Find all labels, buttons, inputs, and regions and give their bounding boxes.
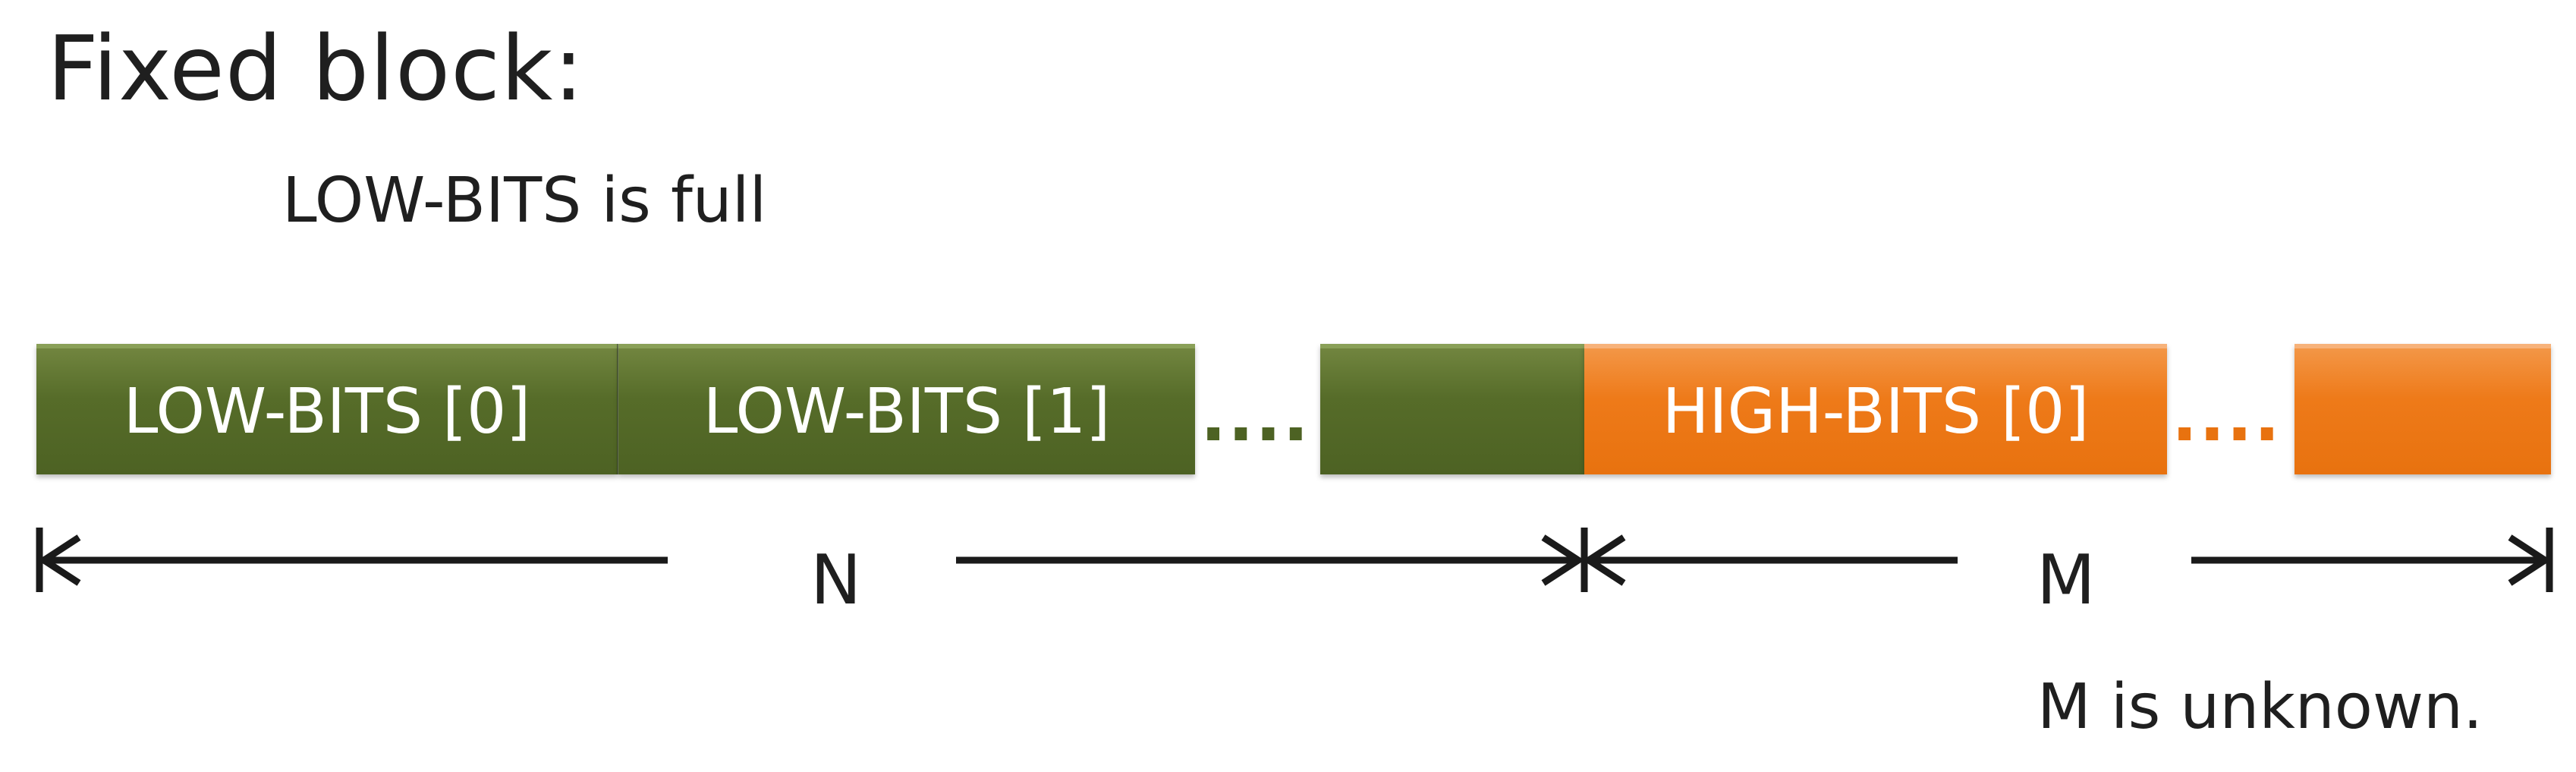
m-unknown-note: M is unknown. xyxy=(2037,671,2483,743)
high-bits-0-block: HIGH-BITS [0] xyxy=(1584,344,2167,474)
low-bits-last-block xyxy=(1320,344,1584,474)
low-bits-ellipsis: .... xyxy=(1200,377,1310,457)
low-bits-0-label: LOW-BITS [0] xyxy=(123,375,531,448)
block-divider xyxy=(617,344,618,474)
m-left-arrowhead xyxy=(1582,534,1626,586)
m-label: M xyxy=(2037,540,2096,620)
n-left-arrowhead xyxy=(37,534,81,586)
n-right-arrowhead xyxy=(1541,534,1585,586)
low-bits-0-block: LOW-BITS [0] xyxy=(36,344,618,474)
high-bits-0-label: HIGH-BITS [0] xyxy=(1662,375,2090,448)
low-bits-1-block: LOW-BITS [1] xyxy=(618,344,1195,474)
high-bits-last-block xyxy=(2294,344,2551,474)
diagram-title: Fixed block: xyxy=(47,16,585,121)
diagram-subtitle: LOW-BITS is full xyxy=(282,165,767,237)
n-label: N xyxy=(810,540,862,620)
m-right-arrowhead xyxy=(2508,534,2552,586)
high-bits-ellipsis: .... xyxy=(2172,377,2282,457)
low-bits-1-label: LOW-BITS [1] xyxy=(703,375,1111,448)
